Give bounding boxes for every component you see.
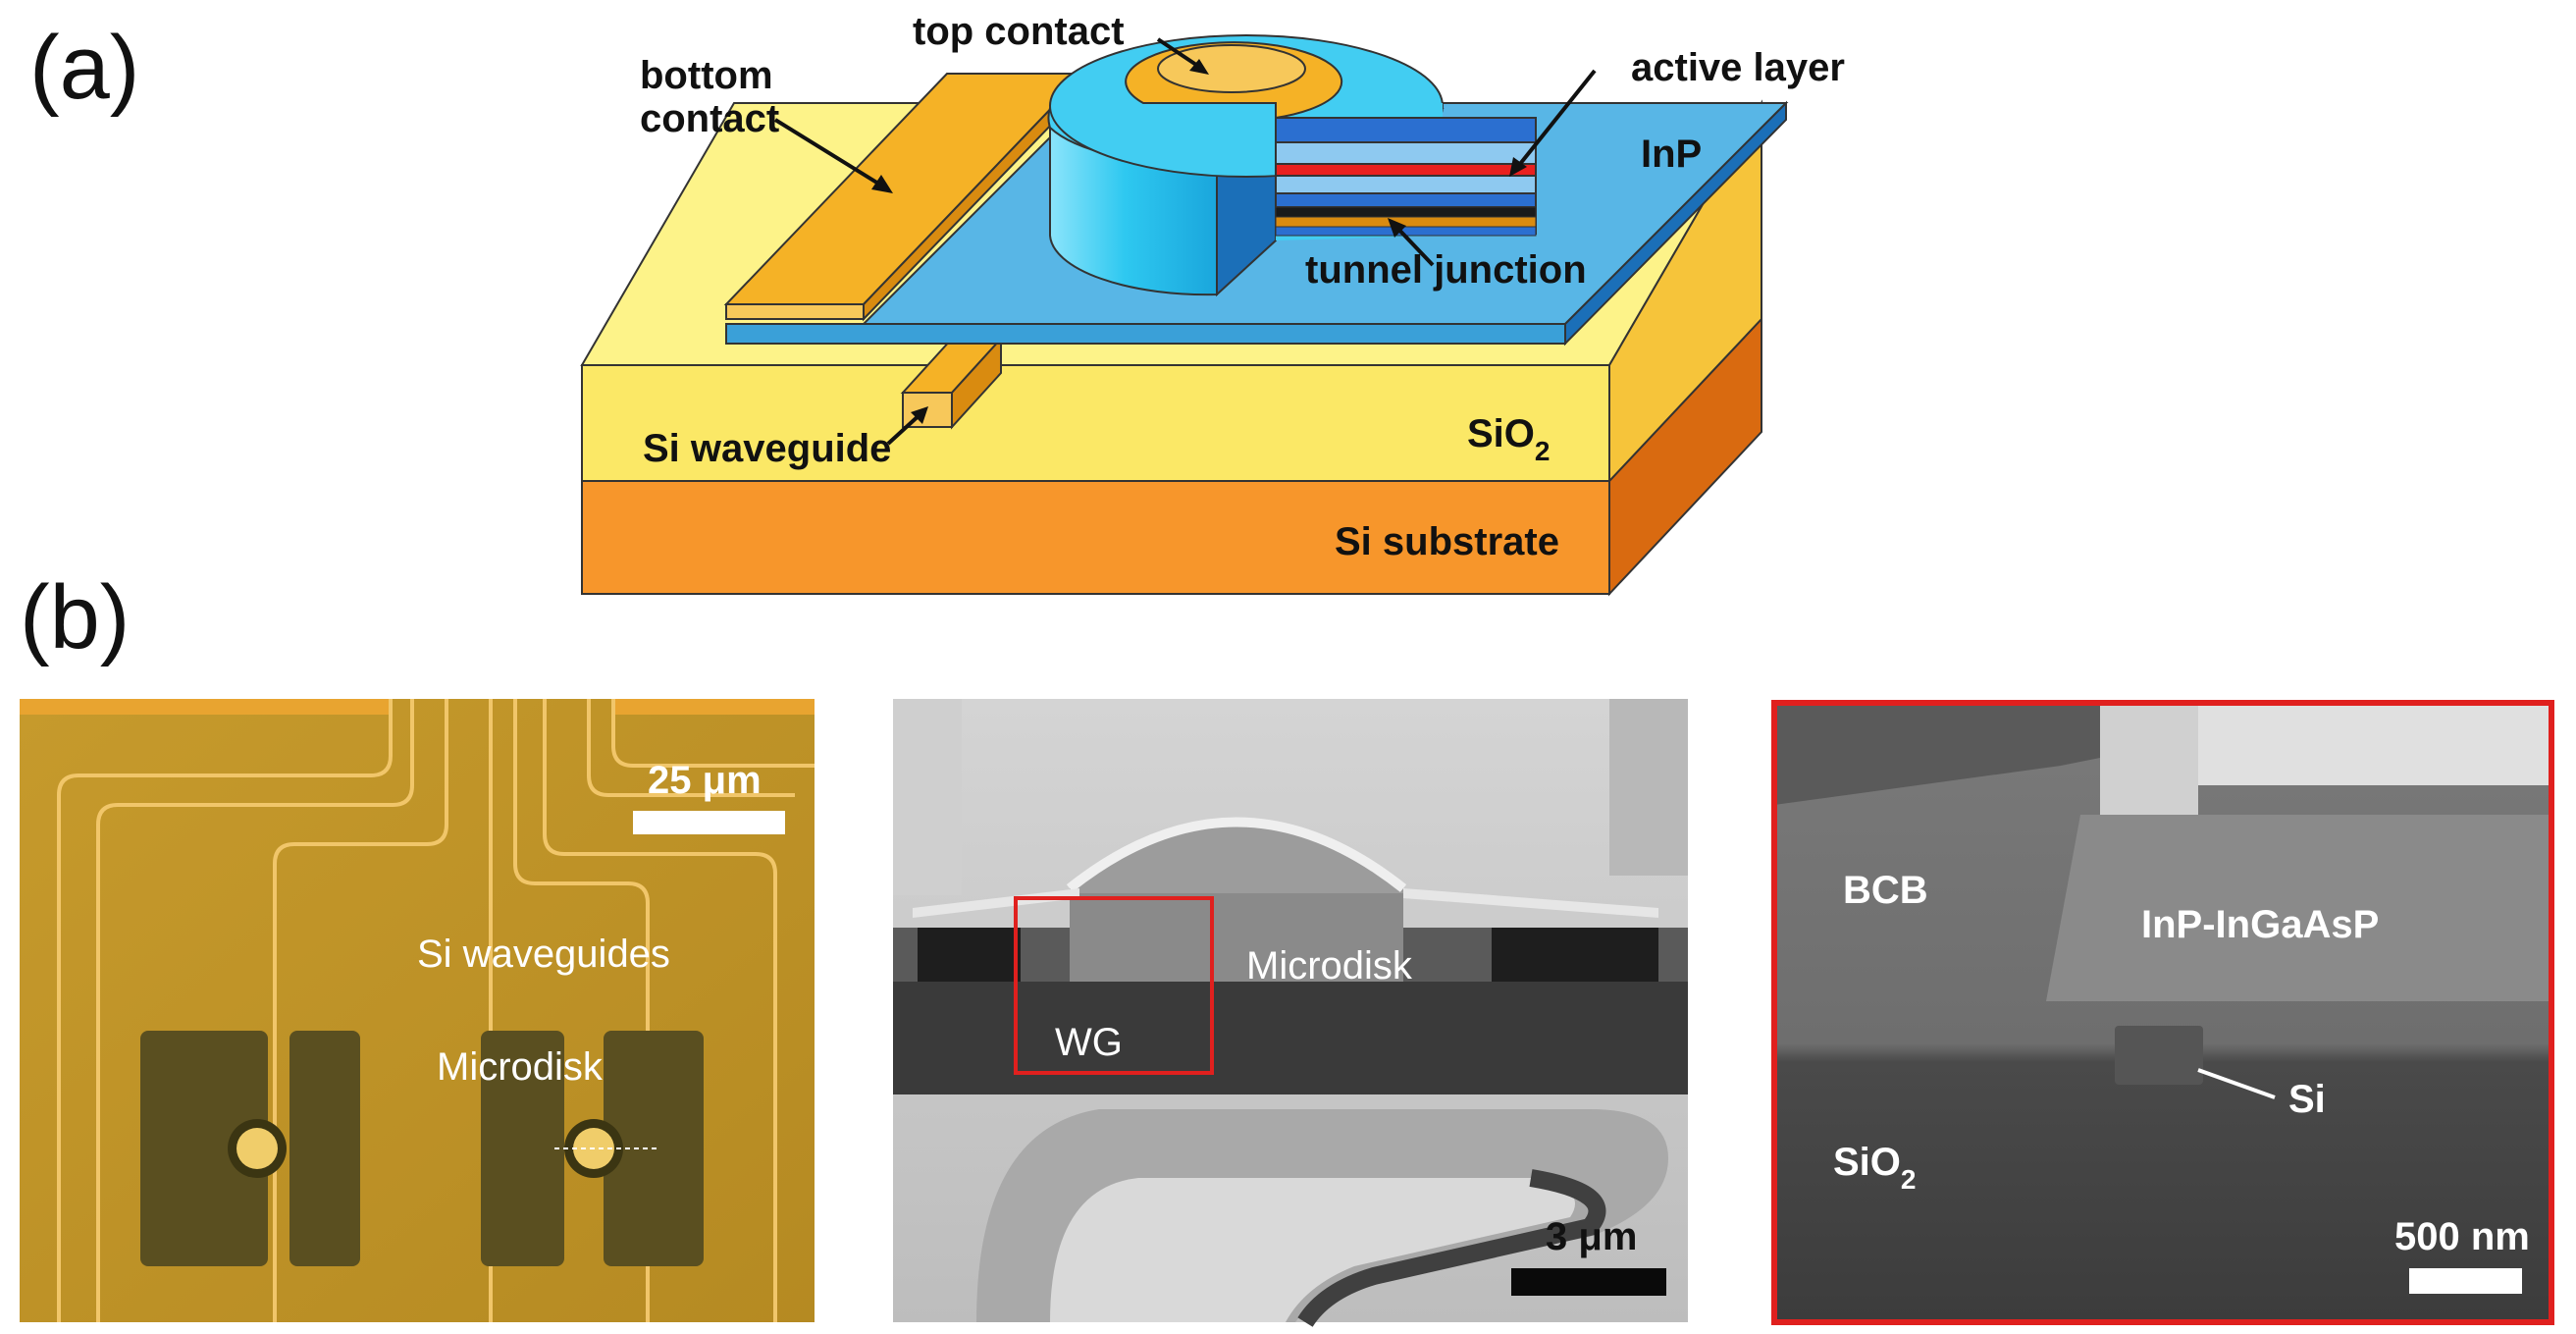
optical-scale-label: 25 μm	[648, 759, 762, 802]
optical-waveguides-label: Si waveguides	[417, 933, 670, 976]
inp-label: InP	[1641, 133, 1702, 176]
si-pointer	[2197, 1068, 2276, 1099]
panel-a: (a)	[29, 10, 1845, 597]
microdisk-dots	[228, 1119, 657, 1178]
bottom-contact-label-2: contact	[640, 97, 779, 140]
cross-section-image: 500 nm BCB InP-InGaAsP Si SiO2	[1771, 700, 2554, 1325]
optical-micrograph: 25 μm Si waveguides Microdisk	[20, 699, 815, 1322]
top-contact-ring	[1125, 41, 1343, 120]
sem-wg-label: WG	[1055, 1021, 1123, 1064]
panel-b-label: (b)	[20, 567, 130, 667]
si-substrate-label: Si substrate	[1335, 520, 1559, 563]
sem-microdisk-label: Microdisk	[1246, 944, 1413, 987]
cross-scale-bar	[2409, 1268, 2522, 1294]
sio2-label: SiO2	[1467, 412, 1550, 466]
bottom-contact-strip	[723, 71, 1087, 322]
sem-image: 3 μm Microdisk WG	[893, 699, 1688, 1328]
bcb-label: BCB	[1843, 869, 1928, 912]
sem-scale-bar	[1511, 1268, 1666, 1296]
sem-scale-label: 3 μm	[1546, 1215, 1637, 1258]
cross-scale-label: 500 nm	[2394, 1215, 2530, 1258]
sem-wg-highlight-box	[1014, 896, 1214, 1075]
panel-a-label: (a)	[29, 18, 139, 118]
top-contact-label: top contact	[913, 10, 1125, 53]
si-substrate-block	[581, 316, 1762, 597]
optical-microdisk-label: Microdisk	[437, 1045, 604, 1089]
contact-pads	[140, 1031, 704, 1266]
inp-ingaasp-label: InP-InGaAsP	[2141, 903, 2379, 946]
si-waveguide-label: Si waveguide	[643, 427, 891, 470]
optical-scale-bar	[633, 811, 785, 834]
tunnel-junction-label: tunnel junction	[1305, 248, 1587, 292]
annotation-arrows	[773, 37, 1597, 446]
cross-sio2-label: SiO2	[1833, 1141, 1916, 1195]
active-layer-label: active layer	[1631, 46, 1845, 89]
bottom-contact-label-1: bottom	[640, 54, 773, 97]
si-label: Si	[2288, 1078, 2326, 1121]
